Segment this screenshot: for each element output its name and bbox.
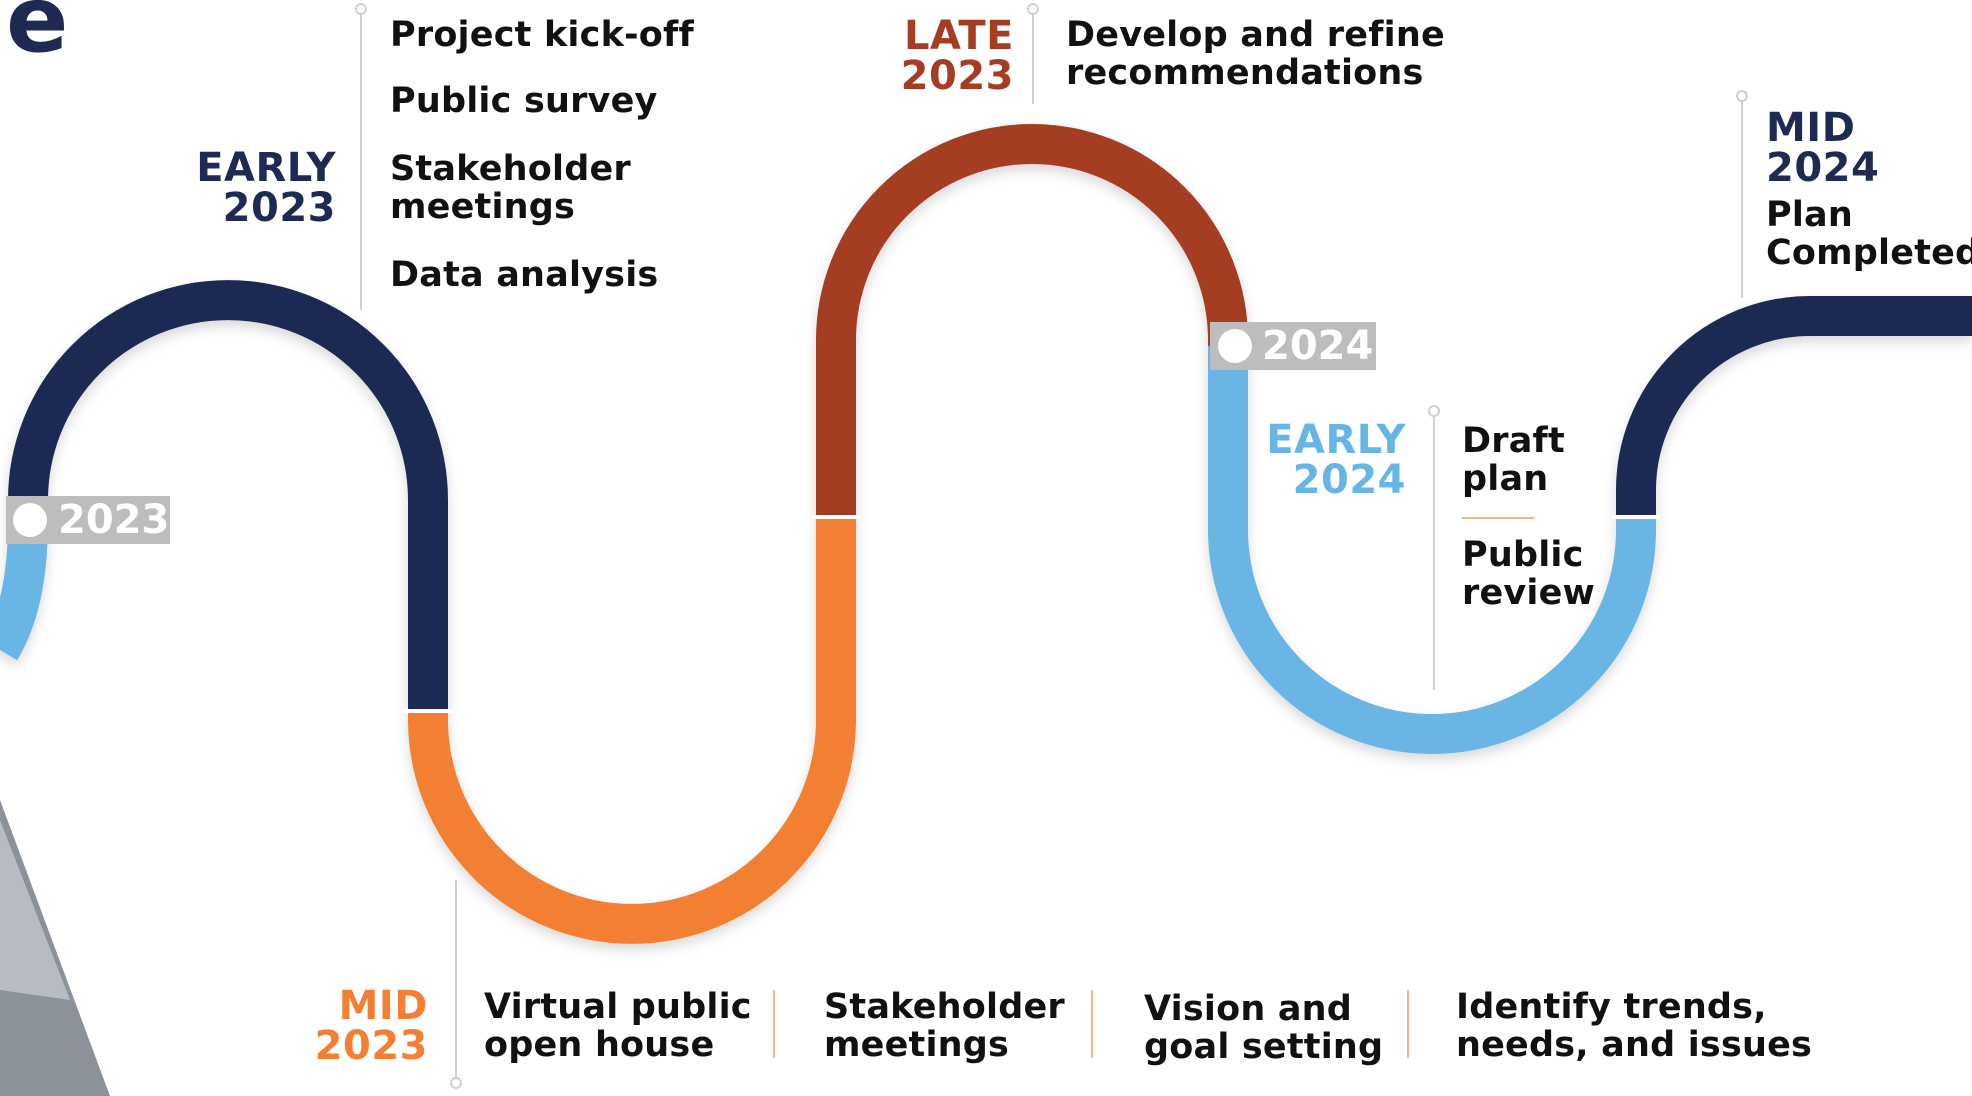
milestone-vision-goal-line2: goal setting bbox=[1144, 1027, 1384, 1067]
badge-2023 bbox=[6, 496, 170, 544]
period-early-2024-year: 2024 bbox=[1292, 457, 1406, 503]
period-late-2023-year: 2023 bbox=[900, 53, 1014, 99]
title-fragment: e bbox=[6, 0, 69, 73]
badge-2023-label: 2023 bbox=[58, 497, 170, 543]
timeline-segment-mid-2023 bbox=[408, 518, 856, 944]
milestone-develop-refine-line2: recommendations bbox=[1066, 53, 1424, 93]
photo-fragment-light bbox=[0, 820, 70, 1000]
milestone-plan-completed-line1: Plan bbox=[1766, 195, 1853, 235]
milestone-stakeholder-meetings-line1: Stakeholder bbox=[390, 149, 631, 189]
milestone-plan-completed-line2: Completed bbox=[1766, 233, 1972, 273]
badge-2024 bbox=[1210, 322, 1376, 370]
timeline-segment-early-2023 bbox=[7, 280, 448, 710]
period-mid-2024-label: MID bbox=[1766, 105, 1856, 151]
milestone-draft-plan-line2: plan bbox=[1462, 459, 1549, 499]
period-late-2023-label: LATE bbox=[904, 13, 1014, 59]
milestone-trends-needs-line1: Identify trends, bbox=[1456, 987, 1767, 1027]
period-mid-2023-label: MID bbox=[338, 983, 428, 1029]
timeline-segment-early-2024 bbox=[1208, 346, 1656, 754]
period-early-2023-year: 2023 bbox=[222, 185, 336, 231]
photo-fragment bbox=[0, 800, 110, 1096]
badge-2024-label: 2024 bbox=[1262, 323, 1374, 369]
period-early-2024-label: EARLY bbox=[1266, 417, 1406, 463]
milestone-trends-needs-line2: needs, and issues bbox=[1456, 1025, 1813, 1065]
milestone-virtual-open-house-line2: open house bbox=[484, 1025, 715, 1065]
milestone-stakeholder-meetings-mid-line2: meetings bbox=[824, 1025, 1010, 1065]
milestone-public-review-line1: Public bbox=[1462, 535, 1584, 575]
milestone-public-review-line2: review bbox=[1462, 573, 1596, 613]
milestone-vision-goal-line1: Vision and bbox=[1144, 989, 1353, 1029]
timeline-segment-late-2023 bbox=[816, 124, 1248, 516]
milestone-virtual-open-house-line1: Virtual public bbox=[484, 987, 752, 1027]
period-mid-2023-year: 2023 bbox=[314, 1023, 428, 1069]
milestone-public-survey: Public survey bbox=[390, 81, 658, 121]
milestone-project-kickoff: Project kick-off bbox=[390, 15, 694, 55]
milestone-data-analysis: Data analysis bbox=[390, 255, 659, 295]
period-mid-2024-year: 2024 bbox=[1766, 145, 1880, 191]
milestone-stakeholder-meetings-mid-line1: Stakeholder bbox=[824, 987, 1065, 1027]
milestone-stakeholder-meetings-line2: meetings bbox=[390, 187, 576, 227]
milestone-draft-plan-line1: Draft bbox=[1462, 421, 1565, 461]
period-early-2023-label: EARLY bbox=[196, 145, 336, 191]
milestone-develop-refine-line1: Develop and refine bbox=[1066, 15, 1445, 55]
timeline-segment-mid-2024 bbox=[1616, 296, 1972, 516]
